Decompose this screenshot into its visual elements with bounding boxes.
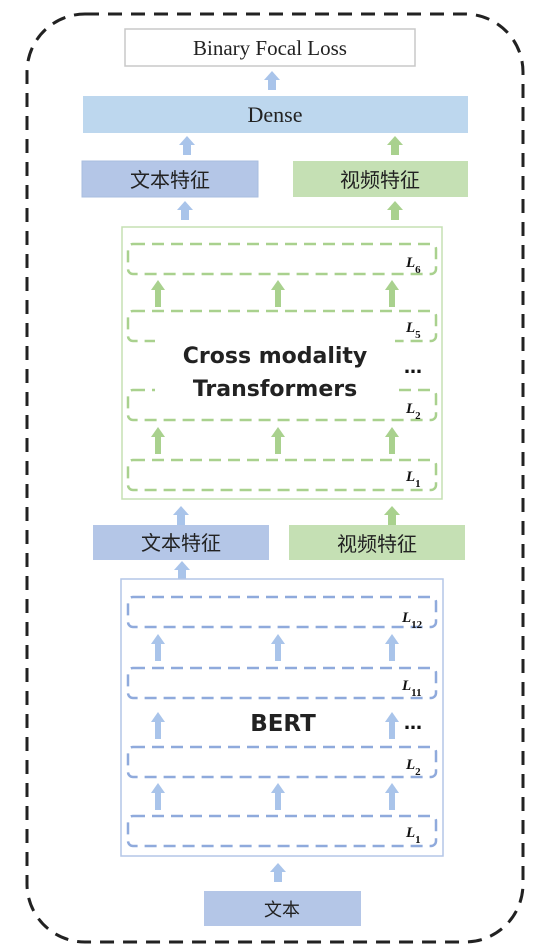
- cross-layer-1: [126, 458, 438, 492]
- input-label: 文本: [264, 900, 300, 921]
- cross-title-line2: Transformers: [193, 377, 357, 402]
- cross-layer-6: [126, 242, 438, 276]
- bert-layer-2: [126, 745, 438, 779]
- top-video-feature-box: [293, 161, 468, 197]
- arrow-bert-to-text: [174, 561, 190, 580]
- bert-layer-1: [126, 814, 438, 848]
- cross-layer-2: [126, 388, 438, 422]
- dense-box: [83, 96, 468, 133]
- bert-layer-12: [126, 595, 438, 629]
- arrow-to-loss: [264, 71, 280, 90]
- loss-label: Binary Focal Loss: [193, 36, 347, 60]
- arrow-text-to-dense: [179, 136, 195, 155]
- top-video-feature-label: 视频特征: [340, 168, 420, 192]
- top-text-feature-label: 文本特征: [130, 168, 210, 192]
- bert-ellipsis: …: [404, 713, 422, 734]
- mid-text-feature-box: [93, 525, 269, 560]
- input-box: [204, 891, 361, 926]
- arrow-video-to-dense: [387, 136, 403, 155]
- arrow-video-to-cross: [384, 506, 400, 525]
- bert-title: BERT: [250, 711, 316, 737]
- arrow-input-to-bert: [270, 863, 286, 882]
- mid-text-feature-label: 文本特征: [141, 531, 221, 555]
- arrow-cross-to-text: [177, 201, 193, 220]
- outer-frame: [25, 12, 525, 944]
- dense-label: Dense: [248, 102, 303, 127]
- mid-video-feature-label: 视频特征: [337, 532, 417, 556]
- top-text-feature-box: [81, 160, 259, 198]
- cross-title-line1: Cross modality: [183, 344, 368, 369]
- loss-box: [124, 28, 416, 67]
- mid-video-feature-box: [289, 525, 465, 560]
- arrow-cross-to-video: [387, 201, 403, 220]
- arrow-text-to-cross: [173, 506, 189, 525]
- cross-ellipsis: …: [404, 357, 422, 378]
- bert-layer-11: [126, 666, 438, 700]
